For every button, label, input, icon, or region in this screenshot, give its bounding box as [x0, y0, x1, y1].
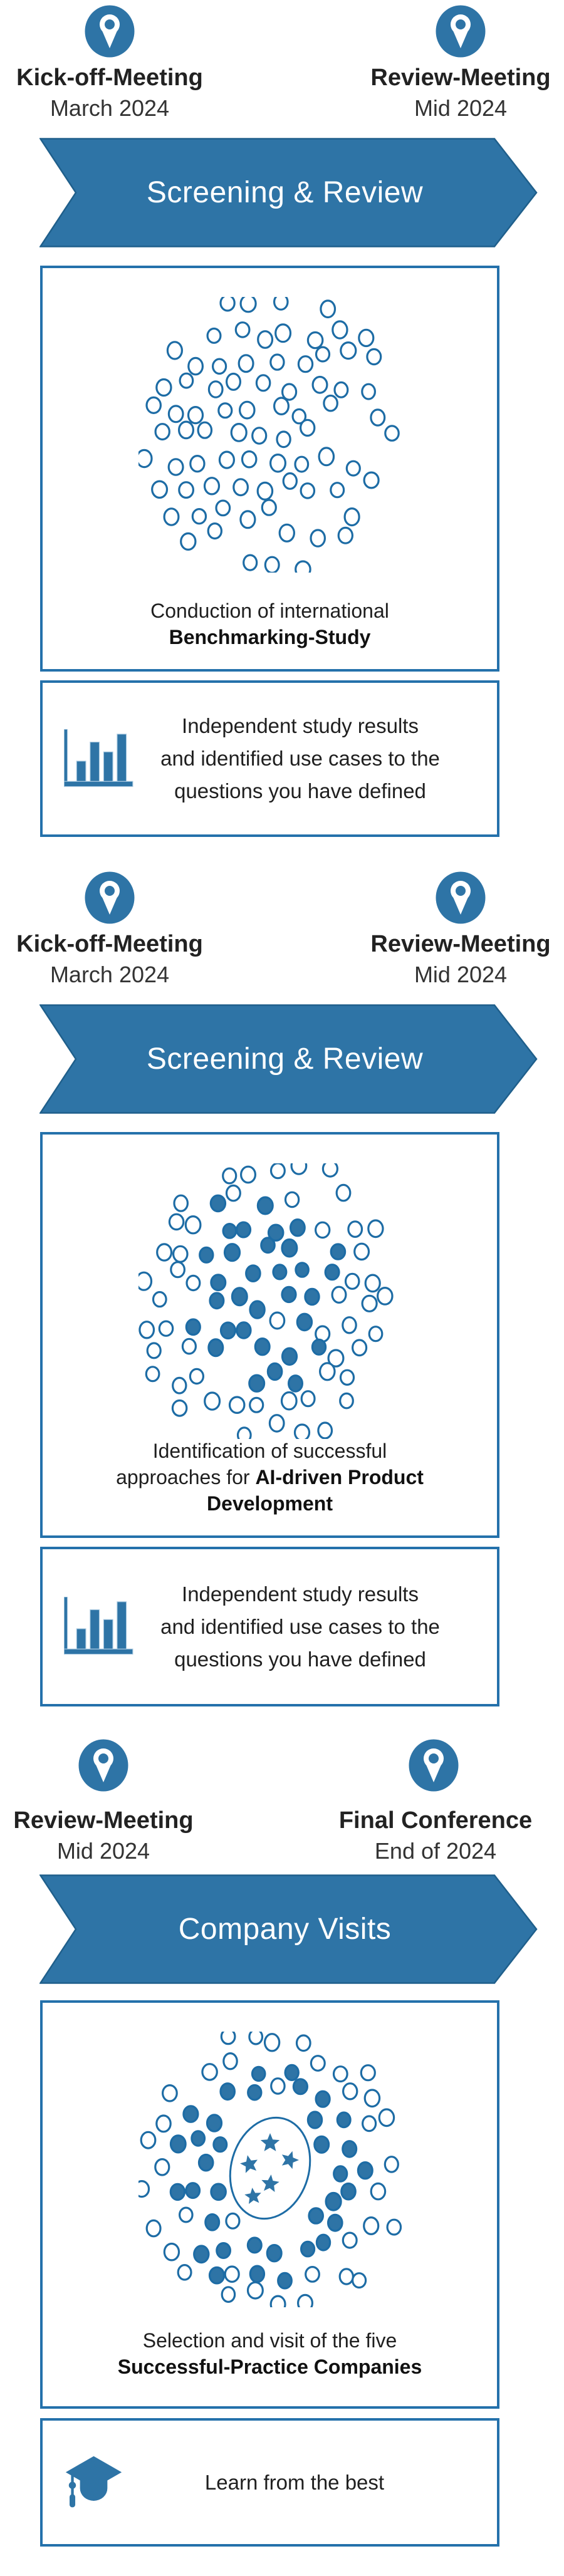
milestone-title: Final Conference: [338, 1807, 533, 1834]
phase-section-company-visits: Review-Meeting Mid 2024 Final Conference…: [0, 1718, 564, 2576]
bar-chart-icon: [64, 1597, 135, 1656]
location-pin-icon: [436, 871, 486, 924]
milestone-kickoff: Kick-off-Meeting March 2024: [0, 63, 219, 123]
milestone-date: End of 2024: [374, 1838, 497, 1864]
milestone-review: Review-Meeting Mid 2024: [351, 63, 564, 123]
phase-section-screening-2: Kick-off-Meeting March 2024 Review-Meeti…: [0, 859, 564, 1718]
milestone-review: Review-Meeting Mid 2024: [351, 929, 564, 989]
result-box: Learn from the best: [40, 2418, 499, 2547]
result-text: Learn from the best: [204, 2470, 385, 2494]
milestone-kickoff: Kick-off-Meeting March 2024: [0, 929, 219, 989]
phase-banner-label: Company Visits: [178, 1913, 392, 1946]
company-dot-cloud: [138, 297, 400, 573]
milestone-final-conference: Final Conference End of 2024: [329, 1805, 542, 1866]
milestone-date: Mid 2024: [414, 962, 508, 987]
milestone-title: Review-Meeting: [370, 931, 551, 957]
milestone-date: Mid 2024: [414, 95, 508, 121]
location-pin-icon: [409, 1739, 459, 1792]
milestone-date: Mid 2024: [56, 1838, 150, 1864]
location-pin-icon: [85, 5, 135, 58]
bar-chart-icon: [64, 729, 135, 789]
location-pin-icon: [78, 1739, 128, 1792]
phase-banner: Screening & Review: [39, 1004, 538, 1114]
location-pin-icon: [436, 5, 486, 58]
milestone-title: Kick-off-Meeting: [16, 65, 203, 91]
milestone-title: Review-Meeting: [13, 1807, 194, 1834]
location-pin-icon: [85, 871, 135, 924]
milestone-date: March 2024: [50, 95, 170, 121]
phase-banner: Screening & Review: [39, 138, 538, 247]
company-dot-cloud-with-stars: [138, 2032, 402, 2307]
phase-banner-label: Screening & Review: [146, 1042, 424, 1076]
phase-banner: Company Visits: [39, 1874, 538, 1984]
company-dot-cloud: [138, 1163, 394, 1439]
graduation-cap-icon: [64, 2452, 123, 2513]
milestone-title: Review-Meeting: [370, 65, 551, 91]
milestone-date: March 2024: [50, 962, 170, 987]
phase-banner-label: Screening & Review: [146, 176, 424, 209]
milestone-title: Kick-off-Meeting: [16, 931, 203, 957]
milestone-review: Review-Meeting Mid 2024: [0, 1805, 207, 1866]
phase-section-screening-1: Kick-off-Meeting March 2024 Review-Meeti…: [0, 0, 564, 859]
